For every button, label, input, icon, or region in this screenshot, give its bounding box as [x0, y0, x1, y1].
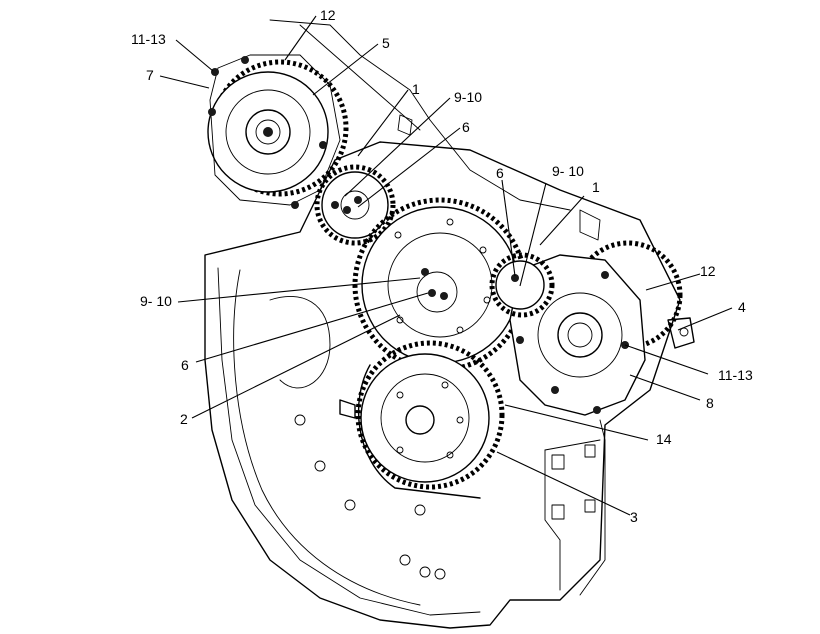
- callout-6-left: 6: [181, 357, 189, 373]
- crankshaft-gear: [355, 340, 505, 499]
- front-housing: [204, 19, 681, 629]
- callout-11-13-right: 11-13: [718, 367, 753, 383]
- callout-4: 4: [738, 299, 746, 315]
- callout-7: 7: [146, 67, 154, 83]
- callout-1-right: 1: [592, 179, 600, 195]
- callout-11-13-top: 11-13: [131, 31, 166, 47]
- callout-labels: 12 11-13 5 7 1 9-10 6 6 9- 10 1 12 4 9- …: [131, 7, 753, 525]
- callout-9-10-left: 9- 10: [140, 293, 172, 309]
- callout-14: 14: [656, 431, 672, 447]
- upper-accessory-drive: [207, 54, 349, 209]
- leader-lines: [159, 15, 733, 516]
- right-accessory-drive: [489, 240, 695, 416]
- callout-6-upper: 6: [462, 119, 470, 135]
- callout-9-10-right: 9- 10: [552, 163, 584, 179]
- callout-3: 3: [630, 509, 638, 525]
- callout-8: 8: [706, 395, 714, 411]
- upper-idler-gear: [314, 164, 396, 246]
- callout-12-top: 12: [320, 7, 336, 23]
- callout-5: 5: [382, 35, 390, 51]
- callout-1-left: 1: [412, 81, 420, 97]
- callout-9-10-upper: 9-10: [454, 89, 482, 105]
- callout-6-mid: 6: [496, 165, 504, 181]
- callout-2: 2: [180, 411, 188, 427]
- callout-12-right: 12: [700, 263, 716, 279]
